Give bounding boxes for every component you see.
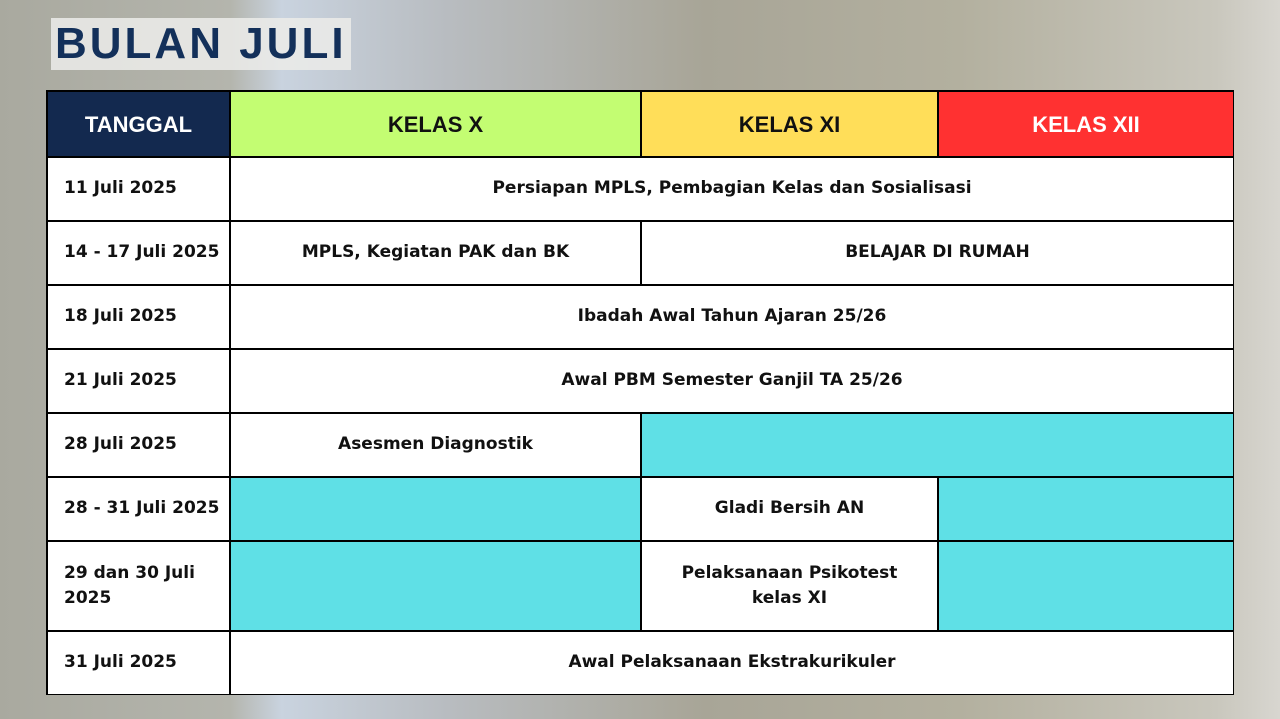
row-activity-xi: Pelaksanaan Psikotest kelas XI (642, 542, 937, 630)
row-date: 28 - 31 Juli 2025 (48, 478, 229, 540)
row-date: 31 Juli 2025 (48, 632, 229, 694)
empty-cell (231, 542, 640, 630)
row-activity: Awal Pelaksanaan Ekstrakurikuler (231, 632, 1233, 694)
empty-cell (231, 478, 640, 540)
schedule-table: TANGGAL KELAS X KELAS XI KELAS XII 11 Ju… (46, 90, 1234, 695)
row-date: 21 Juli 2025 (48, 350, 229, 412)
header-tanggal: TANGGAL (48, 92, 229, 156)
row-activity: Ibadah Awal Tahun Ajaran 25/26 (231, 286, 1233, 348)
header-kelas-x: KELAS X (231, 92, 640, 156)
row-date: 28 Juli 2025 (48, 414, 229, 476)
row-activity-x: Asesmen Diagnostik (231, 414, 640, 476)
title-banner: BULAN JULI (51, 18, 351, 70)
row-activity-xi-xii: BELAJAR DI RUMAH (642, 222, 1233, 284)
header-kelas-xi: KELAS XI (642, 92, 937, 156)
header-kelas-xii: KELAS XII (939, 92, 1233, 156)
row-activity: Awal PBM Semester Ganjil TA 25/26 (231, 350, 1233, 412)
row-date: 11 Juli 2025 (48, 158, 229, 220)
row-date: 14 - 17 Juli 2025 (48, 222, 229, 284)
row-date: 18 Juli 2025 (48, 286, 229, 348)
empty-cell (939, 478, 1233, 540)
row-activity: Persiapan MPLS, Pembagian Kelas dan Sosi… (231, 158, 1233, 220)
empty-cell (939, 542, 1233, 630)
page-title: BULAN JULI (55, 19, 347, 68)
empty-cell (642, 414, 1233, 476)
row-activity-x: MPLS, Kegiatan PAK dan BK (231, 222, 640, 284)
row-date: 29 dan 30 Juli 2025 (48, 542, 229, 630)
row-activity-xi: Gladi Bersih AN (642, 478, 937, 540)
